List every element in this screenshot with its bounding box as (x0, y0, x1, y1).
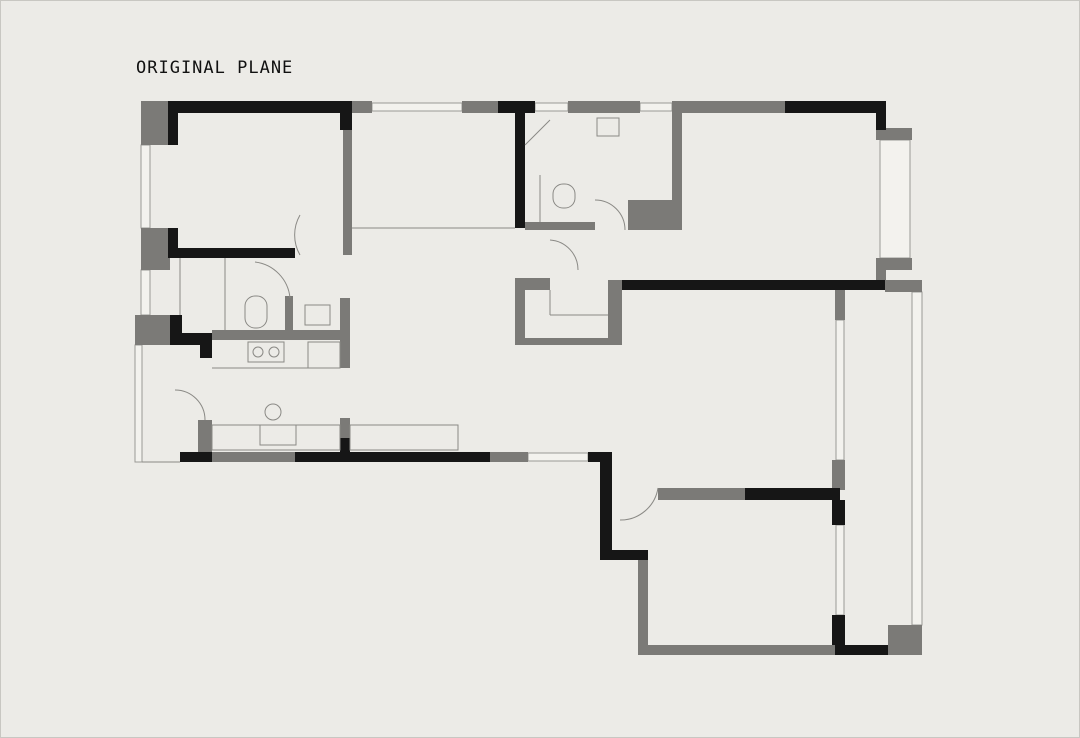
windows (134, 102, 923, 626)
structural-walls (168, 101, 888, 655)
fixtures (142, 117, 659, 521)
plan-title: ORIGINAL PLANE (136, 58, 294, 78)
partition-walls (135, 101, 922, 655)
